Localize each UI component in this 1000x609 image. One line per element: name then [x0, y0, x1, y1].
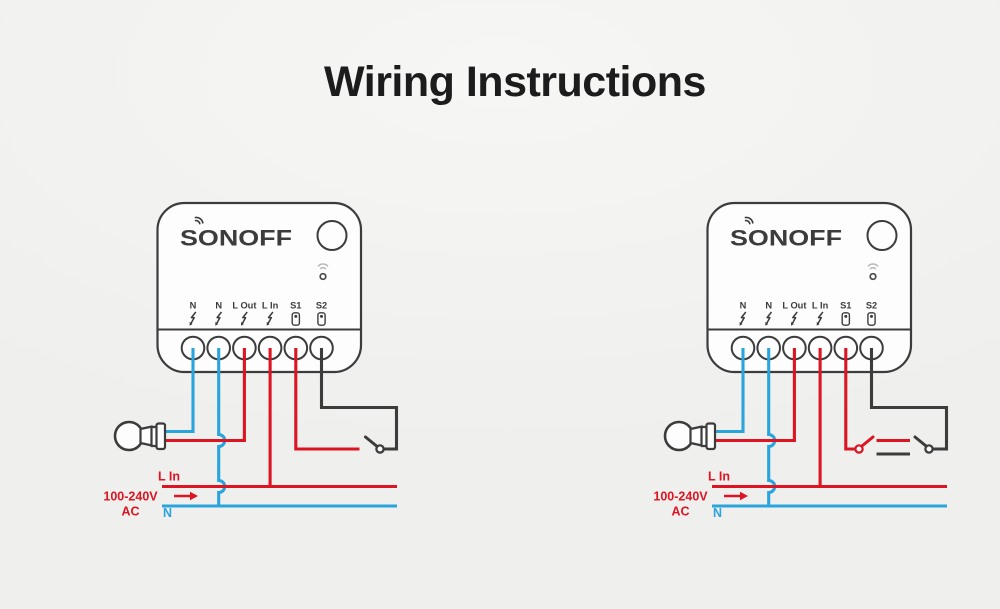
wifi-indicator-icon [867, 263, 879, 281]
l-out-wire-to-bulb [164, 348, 246, 443]
diagram-single-switch: SONOFF N N L Out L In S1 [95, 198, 415, 528]
s2-wire [869, 348, 949, 451]
bulb-cap [155, 422, 167, 451]
diagram-dual-switch: SONOFF N N L Out L In S1 S2 [645, 198, 965, 528]
bulb-neck [689, 425, 704, 447]
neutral-wire-to-bus [217, 348, 227, 506]
logo-wifi-icon [194, 216, 204, 225]
terminal-label-n2: N [765, 301, 772, 311]
sonoff-logo: SONOFF [730, 226, 842, 251]
switch-pivot [924, 444, 934, 454]
bulb-cap [705, 422, 717, 451]
terminal-label-n1: N [740, 301, 747, 311]
line-in-label: L In [158, 470, 180, 484]
current-direction-arrow [724, 491, 748, 501]
terminal-holes [180, 335, 334, 361]
sonoff-logo: SONOFF [180, 226, 292, 251]
wall-switch [913, 435, 934, 454]
terminal-label-n2: N [215, 301, 222, 311]
terminal-label-lin: L In [262, 301, 279, 311]
momentary-switch [854, 435, 875, 454]
neutral-wire-to-bulb [714, 348, 745, 434]
terminal-labels: N N L Out L In S1 S2 [190, 301, 328, 311]
terminal-label-s2: S2 [866, 301, 877, 311]
terminal-label-s2: S2 [316, 301, 327, 311]
logo-wifi-icon [744, 216, 754, 225]
page-title: Wiring Instructions [324, 58, 706, 106]
terminal-label-n1: N [190, 301, 197, 311]
light-bulb [663, 420, 717, 452]
current-direction-arrow [174, 491, 198, 501]
light-bulb [113, 420, 167, 452]
line-in-label: L In [708, 470, 730, 484]
equivalence-mark [876, 438, 910, 456]
switch-pivot [854, 444, 864, 454]
bulb-neck [139, 425, 154, 447]
s2-wire [319, 348, 399, 451]
s1-wire [294, 348, 360, 451]
terminal-labels: N N L Out L In S1 S2 [740, 301, 878, 311]
pairing-button [316, 220, 348, 251]
wiring-diagram-svg-right: SONOFF N N L Out L In S1 S2 [653, 201, 949, 520]
terminal-label-lout: L Out [782, 301, 806, 311]
switch-pivot [375, 444, 385, 454]
sonoff-device: SONOFF N N L Out L In S1 S2 [706, 201, 913, 374]
terminal-label-s1: S1 [840, 301, 851, 311]
l-out-wire-to-bulb [714, 348, 796, 443]
voltage-label: 100-240V [103, 490, 158, 504]
bulb-glass [113, 420, 145, 452]
wires [162, 348, 399, 508]
bulb-glass [663, 420, 695, 452]
neutral-label: N [713, 506, 722, 520]
neutral-wire-to-bulb [164, 348, 195, 434]
pairing-button [866, 220, 898, 251]
wifi-indicator-icon [317, 263, 329, 281]
neutral-wire-to-bus [767, 348, 777, 506]
ac-label: AC [121, 505, 139, 519]
ac-label: AC [671, 505, 689, 519]
voltage-label: 100-240V [653, 490, 708, 504]
terminal-label-lout: L Out [232, 301, 256, 311]
terminal-label-lin: L In [812, 301, 829, 311]
wall-switch [364, 435, 385, 454]
wires [712, 348, 949, 508]
led-dot [869, 272, 877, 281]
s1-wire [844, 348, 856, 451]
neutral-label: N [163, 506, 172, 520]
led-dot [319, 272, 327, 281]
sonoff-device: SONOFF N N L Out L In S1 [156, 201, 363, 374]
wiring-diagram-svg-left: SONOFF N N L Out L In S1 [103, 201, 399, 520]
terminal-label-s1: S1 [290, 301, 301, 311]
